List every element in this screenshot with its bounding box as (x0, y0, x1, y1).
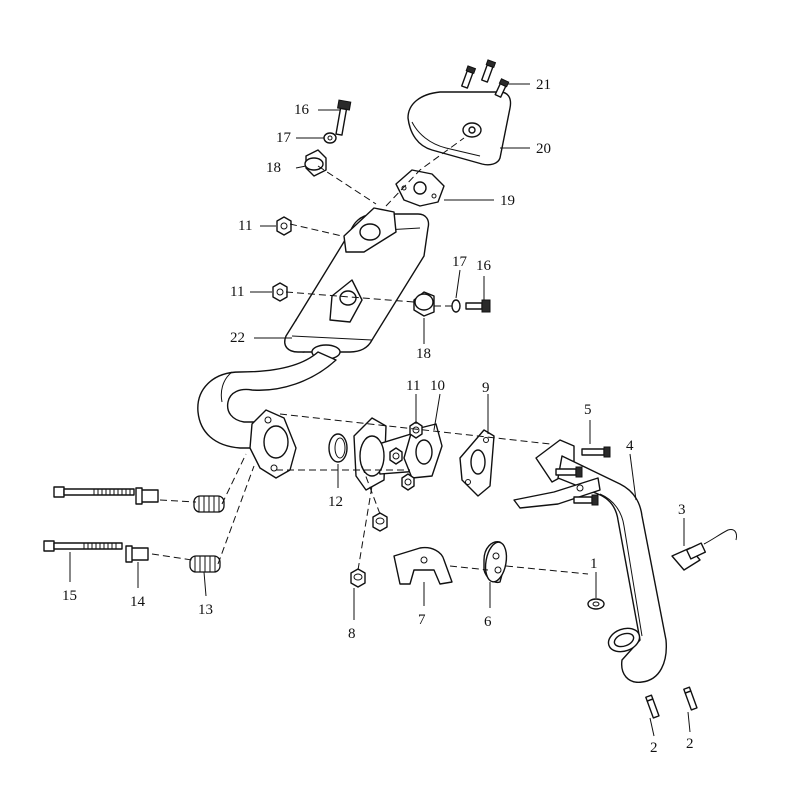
callout-21: 21 (536, 77, 551, 93)
callout-7: 7 (418, 612, 426, 628)
callout-6: 6 (484, 614, 492, 630)
callout-17: 17 (276, 130, 292, 146)
callout-5: 5 (584, 402, 592, 418)
mid-pipe-flange (353, 417, 443, 491)
muffler (284, 207, 430, 360)
callout-12: 12 (328, 494, 343, 510)
callout-18: 18 (266, 160, 281, 176)
rubber-mount (483, 541, 508, 584)
callout-2: 2 (650, 740, 658, 756)
callout-16: 16 (294, 102, 310, 118)
lock-nuts (350, 512, 388, 588)
heat-shield (407, 91, 512, 166)
callout-13: 13 (198, 602, 213, 618)
callout-4: 4 (626, 438, 634, 454)
muffler-mount-hardware (272, 99, 491, 317)
pipe-bolts (555, 446, 611, 506)
shield-bracket (395, 169, 445, 207)
washer (587, 598, 605, 610)
callout-14: 14 (130, 594, 146, 610)
callout-3: 3 (678, 502, 686, 518)
callout-18: 18 (416, 346, 431, 362)
callout-8: 8 (348, 626, 356, 642)
callout-labels: 1 2 2 3 4 5 6 7 8 9 10 11 11 11 12 13 14… (62, 77, 694, 756)
callout-17: 17 (452, 254, 468, 270)
callout-9: 9 (482, 380, 490, 396)
gasket-plate (459, 429, 495, 497)
callout-2: 2 (686, 736, 694, 752)
callout-19: 19 (500, 193, 515, 209)
shield-screws (461, 59, 510, 98)
callout-11: 11 (230, 284, 244, 300)
leader-lines (69, 83, 691, 737)
callout-10: 10 (430, 378, 445, 394)
callout-22: 22 (230, 330, 245, 346)
exhaust-gasket (328, 433, 348, 463)
pipe-flange (249, 409, 297, 479)
mounting-bracket (393, 546, 453, 585)
callout-16: 16 (476, 258, 492, 274)
spring-collars (125, 487, 159, 563)
callout-15: 15 (62, 588, 77, 604)
callout-20: 20 (536, 141, 551, 157)
long-bolts (43, 486, 135, 552)
callout-1: 1 (590, 556, 598, 572)
flange-nuts (389, 421, 423, 491)
callout-11: 11 (406, 378, 420, 394)
flange-springs (189, 495, 225, 573)
front-exhaust-pipe (513, 439, 667, 683)
callout-11: 11 (238, 218, 252, 234)
exhaust-studs (645, 686, 698, 719)
assembly-lines (151, 137, 589, 575)
oxygen-sensor (671, 529, 737, 571)
